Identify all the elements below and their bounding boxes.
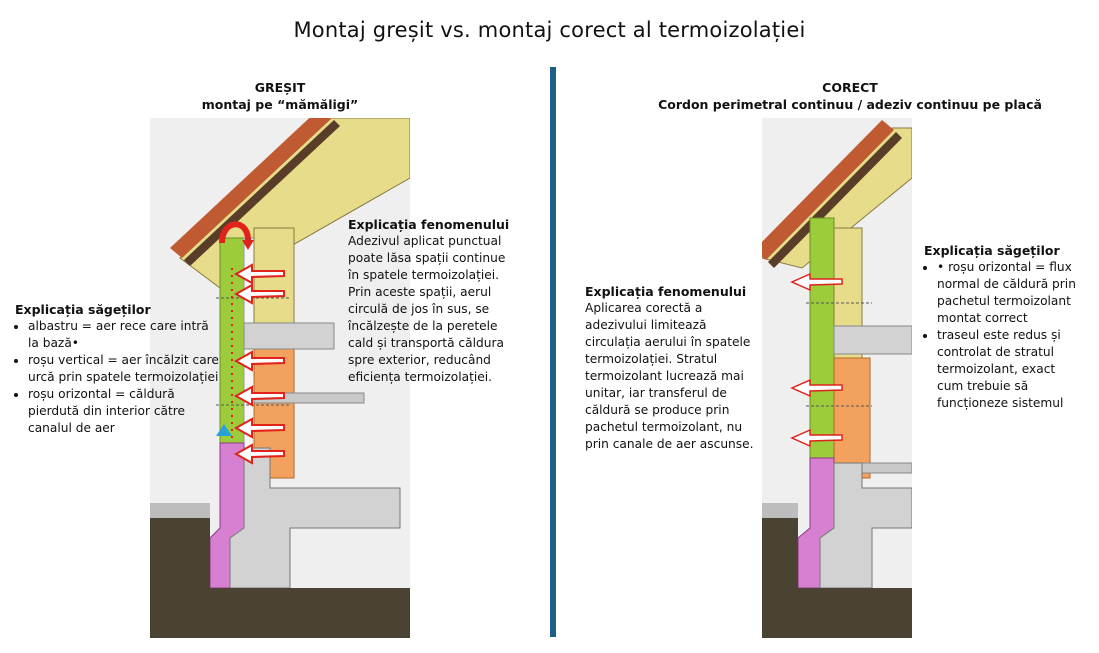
right-arrows-list: • roșu orizontal = flux normal de căldur… [924,259,1084,412]
left-arrows-title: Explicația săgeților [15,302,151,317]
roof-tiles [762,120,894,260]
roof-board [768,132,902,268]
right-heading-subtitle: Cordon perimetral continuu / adeziv cont… [658,97,1042,112]
right-heading-label: CORECT [822,80,878,95]
right-arrows-legend: Explicația săgeților • roșu orizontal = … [924,242,1084,412]
arrow-right-icon [233,263,285,465]
soil [150,588,410,638]
list-item: albastru = aer rece care intră la bază• [28,318,220,352]
blue-arrow-icon [216,424,232,436]
right-arrows-title: Explicația săgeților [924,243,1060,258]
roof-tiles [170,118,332,258]
arrow-right-icon [790,272,843,448]
wrong-mounting-diagram [150,118,410,638]
curved-arrow-icon [219,221,252,244]
right-phenomenon: Explicația fenomenului Aplicarea corectă… [585,283,755,453]
sidewalk [762,503,798,519]
list-item: • roșu orizontal = flux normal de căldur… [937,259,1084,327]
floor-slab [243,322,335,350]
center-divider [550,67,556,637]
list-item: roșu orizontal = căldură pierdută din in… [28,386,220,437]
soil-outer [150,518,210,588]
floor-slab [833,325,912,355]
right-heading: CORECT Cordon perimetral continuu / adez… [650,79,1050,113]
list-item: roșu vertical = aer încălzit care urcă p… [28,352,220,386]
page-title: Montaj greșit vs. montaj corect al termo… [293,18,806,42]
left-arrows-legend: Explicația săgeților albastru = aer rece… [15,301,220,437]
left-heading-subtitle: montaj pe “mămăligi” [201,97,359,112]
foundation [819,462,912,589]
left-heading-label: GREȘIT [254,80,306,95]
right-phenomenon-title: Explicația fenomenului [585,284,747,299]
left-phenomenon-text: Adezivul aplicat punctual poate lăsa spa… [348,234,506,384]
foundation [229,447,401,589]
soil [762,588,912,638]
correct-mounting-diagram [762,118,912,638]
curved-arrow-head [242,240,254,250]
left-heading: GREȘIT montaj pe “mămăligi” [120,79,440,113]
right-phenomenon-text: Aplicarea corectă a adezivului limitează… [585,301,754,451]
sidewalk [150,503,210,519]
brick-wall [833,357,871,479]
facade-insulation [809,217,835,459]
left-phenomenon: Explicația fenomenului Adezivul aplicat … [348,216,518,386]
list-item: traseul este redus și controlat de strat… [937,327,1084,412]
soil-outer [762,518,798,588]
left-arrows-list: albastru = aer rece care intră la bază• … [15,318,220,437]
left-phenomenon-title: Explicația fenomenului [348,217,510,232]
